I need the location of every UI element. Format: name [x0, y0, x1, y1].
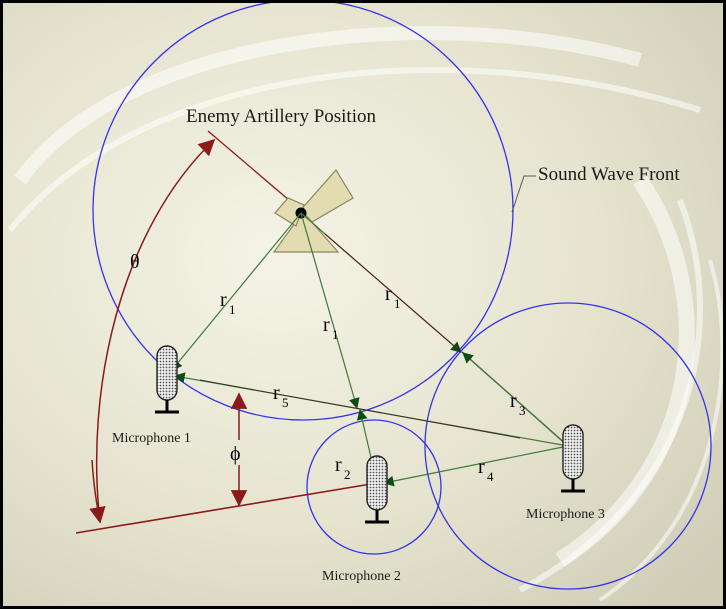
- label-sound-wave-front: Sound Wave Front: [538, 164, 680, 185]
- label-microphone-2: Microphone 2: [322, 569, 401, 584]
- theta-arc-start: [89, 459, 106, 524]
- sound-wave-front-leader: [511, 175, 536, 213]
- ray-r1-dark-overlay: [324, 233, 462, 353]
- ray-r1-to-microphone-1: [171, 212, 302, 371]
- label-r1-right: r 1: [385, 283, 401, 311]
- label-microphone-1: Microphone 1: [112, 431, 191, 446]
- label-r1-left: r 1: [220, 289, 236, 317]
- svg-text:4: 4: [487, 469, 494, 484]
- label-r4: r 4: [478, 456, 494, 484]
- label-r2: r 2: [335, 454, 351, 482]
- svg-text:1: 1: [394, 296, 401, 311]
- svg-text:r: r: [220, 289, 227, 311]
- microphone-2-icon: [365, 455, 389, 524]
- label-r1-middle: r 1: [323, 314, 339, 342]
- microphone-1-icon: [155, 345, 179, 414]
- label-r5: r 5: [273, 382, 289, 410]
- reference-line-baseline: [75, 482, 378, 534]
- svg-text:1: 1: [229, 302, 236, 317]
- svg-text:2: 2: [344, 467, 351, 482]
- label-enemy-artillery-position: Enemy Artillery Position: [186, 106, 376, 127]
- svg-text:r: r: [323, 314, 330, 336]
- ray-r4: [382, 445, 569, 487]
- symbol-theta: θ: [130, 251, 140, 273]
- theta-arc: [95, 138, 216, 523]
- sound-ranging-diagram: Enemy Artillery Position Sound Wave Fron…: [3, 3, 723, 606]
- svg-text:5: 5: [282, 395, 289, 410]
- wave-front-circle-microphone-3: [424, 302, 712, 590]
- wave-front-circle-microphone-2: [306, 419, 442, 555]
- svg-text:r: r: [385, 283, 392, 305]
- background-swirls: [7, 26, 723, 602]
- svg-text:1: 1: [332, 327, 339, 342]
- ray-r1-to-microphone-2: [300, 212, 360, 410]
- microphone-3-icon: [561, 424, 585, 493]
- svg-text:r: r: [478, 456, 485, 478]
- svg-text:r: r: [510, 390, 517, 412]
- label-r3: r 3: [510, 390, 526, 418]
- ray-r2: [356, 408, 373, 463]
- svg-text:3: 3: [519, 403, 526, 418]
- ray-r3-arrow: [462, 352, 569, 447]
- label-microphone-3: Microphone 3: [526, 507, 605, 522]
- symbol-phi: ϕ: [230, 443, 241, 465]
- svg-text:r: r: [335, 454, 342, 476]
- svg-text:r: r: [273, 382, 280, 404]
